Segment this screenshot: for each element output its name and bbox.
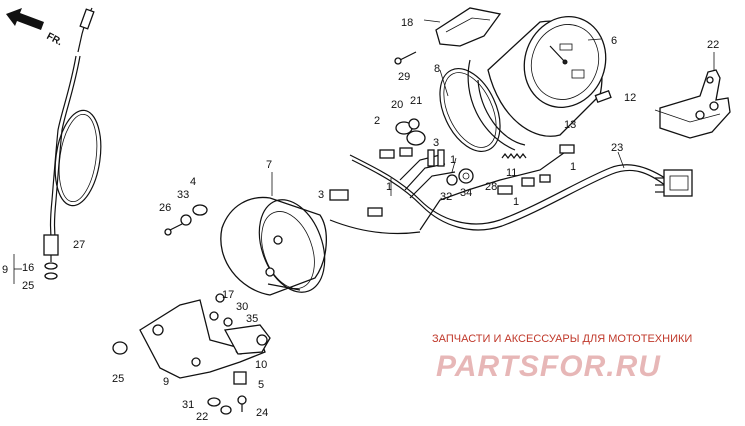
watermark-tagline: ЗАПЧАСТИ И АКСЕССУАРЫ ДЛЯ МОТОТЕХНИКИ xyxy=(432,333,692,345)
meter-case xyxy=(220,196,327,296)
callout-16: 21 xyxy=(410,95,422,107)
callout-23: 28 xyxy=(485,181,497,193)
callout-26: 24 xyxy=(256,407,268,419)
callout-24: 29 xyxy=(398,71,410,83)
callout-25: 25 xyxy=(112,373,124,385)
callout-15: 20 xyxy=(391,99,403,111)
callout-9: 9 xyxy=(2,264,8,276)
callout-12: 12 xyxy=(624,92,636,104)
speedometer-gauge xyxy=(467,16,607,151)
callout-22: 22 xyxy=(196,411,208,423)
bracket-fasteners xyxy=(112,293,247,415)
callout-27: 25 xyxy=(22,280,34,292)
callout-1c: 1 xyxy=(513,196,519,208)
callout-labels: 2 20 21 3 1 3 1 1 1 18 6 22 8 29 12 13 2… xyxy=(2,17,719,423)
watermark: ЗАПЧАСТИ И АКСЕССУАРЫ ДЛЯ МОТОТЕХНИКИ PA… xyxy=(432,333,692,383)
callout-35: 35 xyxy=(246,313,258,325)
bulb-sockets xyxy=(395,118,426,146)
callout-17: 22 xyxy=(707,39,719,51)
speedometer-cable xyxy=(43,7,102,280)
callout-21: 17 xyxy=(222,289,234,301)
callout-1b: 1 xyxy=(386,181,392,193)
callout-28: 26 xyxy=(159,202,171,214)
callout-29: 27 xyxy=(73,239,85,251)
callout-4: 4 xyxy=(190,176,196,188)
callout-6: 6 xyxy=(611,35,617,47)
callout-30: 30 xyxy=(236,301,248,313)
callout-10: 10 xyxy=(255,359,267,371)
callout-18: 23 xyxy=(611,142,623,154)
direction-label: FR. xyxy=(45,31,65,48)
callout-32: 32 xyxy=(440,191,452,203)
harness-connector xyxy=(655,169,693,197)
callout-13: 13 xyxy=(564,119,576,131)
callout-2: 2 xyxy=(374,115,380,127)
watermark-logo: PARTSFOR.RU xyxy=(436,350,661,383)
callout-33: 33 xyxy=(177,189,189,201)
front-direction-arrow: FR. xyxy=(6,8,64,48)
instrument-stay xyxy=(654,69,731,139)
callout-5: 5 xyxy=(258,379,264,391)
callout-3: 3 xyxy=(433,137,439,149)
callout-1: 1 xyxy=(450,154,456,166)
bolt xyxy=(594,89,612,103)
spring-clip xyxy=(501,153,527,159)
callout-34: 34 xyxy=(460,187,472,199)
gauge-cushion-ring xyxy=(439,68,501,152)
callout-7: 7 xyxy=(266,159,272,171)
callout-1d: 1 xyxy=(570,161,576,173)
gauge-cover xyxy=(435,7,502,47)
callout-31: 31 xyxy=(182,399,194,411)
callout-3b: 3 xyxy=(318,189,324,201)
callout-8: 8 xyxy=(434,63,440,75)
screw xyxy=(394,51,417,65)
callout-14: 18 xyxy=(401,17,413,29)
wire-harness xyxy=(329,144,669,235)
grommets xyxy=(446,168,474,186)
callout-9b: 9 xyxy=(163,376,169,388)
washer-nut-screw xyxy=(164,204,208,236)
callout-11: 11 xyxy=(506,167,517,179)
lower-bracket xyxy=(139,299,271,379)
leader-lines xyxy=(13,19,715,284)
callout-20: 16 xyxy=(22,262,34,274)
